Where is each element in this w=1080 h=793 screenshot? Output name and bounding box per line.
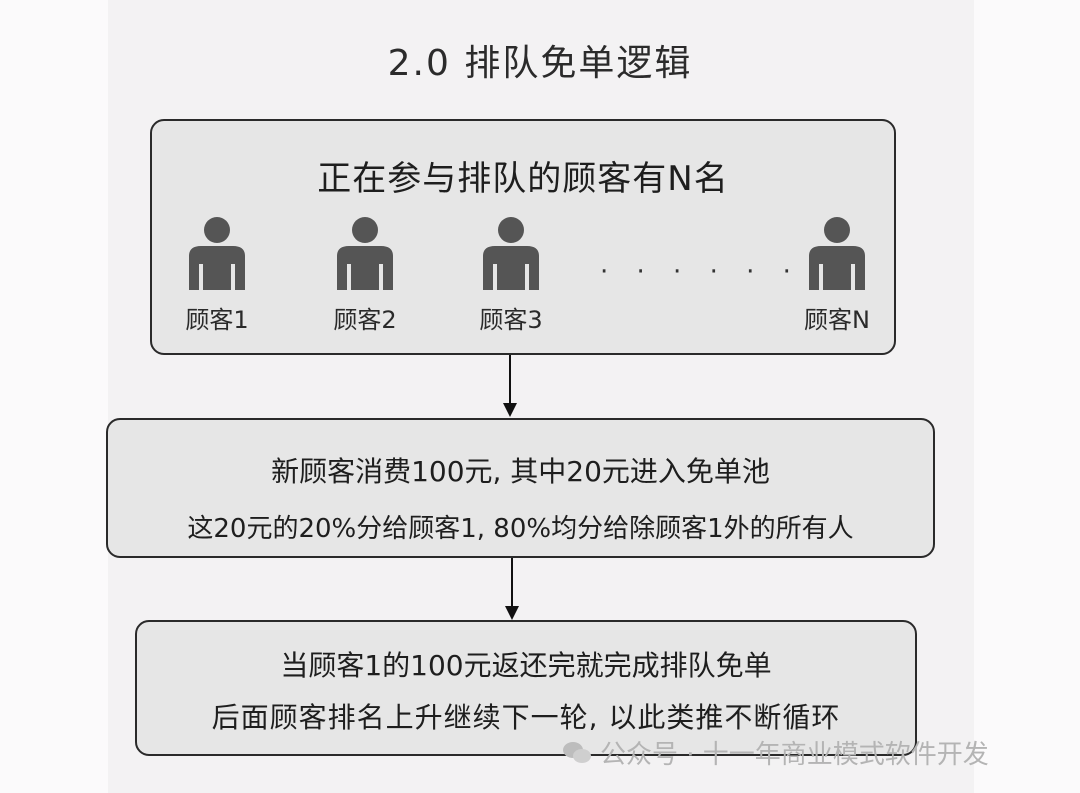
customer-label: 顾客N	[804, 306, 870, 334]
step3-line2: 后面顾客排名上升继续下一轮, 以此类推不断循环	[211, 701, 841, 734]
queue-heading: 正在参与排队的顾客有N名	[317, 159, 729, 199]
customer-label: 顾客3	[479, 306, 543, 334]
person-icon	[809, 217, 865, 290]
step2-box: 新顾客消费100元, 其中20元进入免单池 这20元的20%分给顾客1, 80%…	[106, 418, 935, 558]
step2-line2: 这20元的20%分给顾客1, 80%均分给除顾客1外的所有人	[187, 514, 854, 544]
step2-line1: 新顾客消费100元, 其中20元进入免单池	[271, 455, 770, 488]
customer-label: 顾客2	[333, 306, 397, 334]
customer-1: 顾客1	[162, 216, 272, 335]
arrow-down-icon	[503, 355, 517, 417]
diagram-title: 2.0 排队免单逻辑	[387, 43, 693, 84]
watermark-text: 公众号 · 十一年商业模式软件开发	[600, 740, 989, 770]
arrow-down-icon	[505, 558, 519, 620]
step3-line1: 当顾客1的100元返还完就完成排队免单	[280, 649, 772, 682]
person-icon	[483, 217, 539, 290]
customer-n: 顾客N	[782, 216, 892, 335]
step3-box: 当顾客1的100元返还完就完成排队免单 后面顾客排名上升继续下一轮, 以此类推不…	[135, 620, 917, 756]
customer-label: 顾客1	[185, 306, 249, 334]
wechat-icon	[563, 741, 591, 763]
queue-box: 正在参与排队的顾客有N名 顾客1 顾客2 顾客3 · · · · · · 顾客N	[150, 119, 896, 355]
customer-2: 顾客2	[310, 216, 420, 335]
ellipsis: · · · · · ·	[600, 257, 801, 287]
customer-3: 顾客3	[456, 216, 566, 335]
person-icon	[189, 217, 245, 290]
watermark: 公众号 · 十一年商业模式软件开发	[562, 734, 989, 771]
person-icon	[337, 217, 393, 290]
